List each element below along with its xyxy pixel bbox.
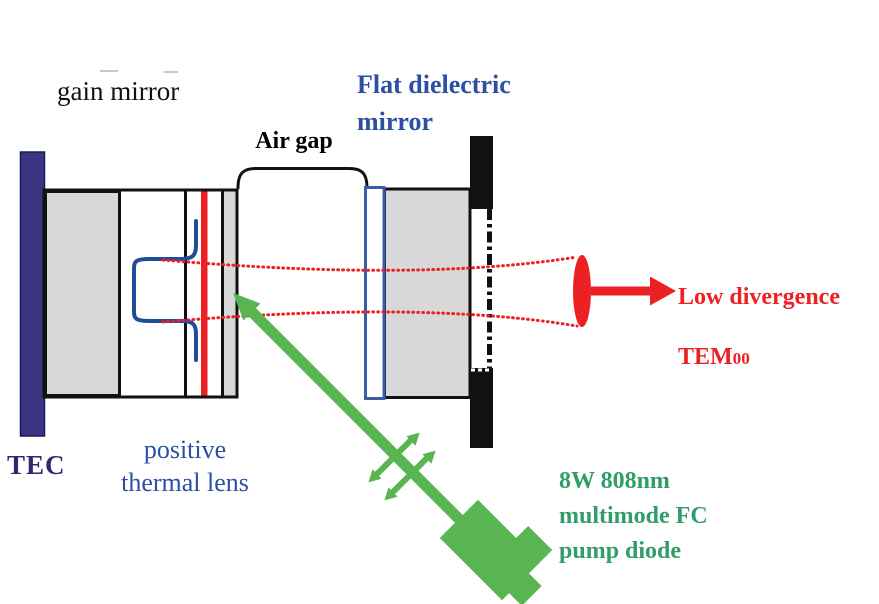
flat-dielectric-mirror-label: Flat dielectric mirror <box>357 70 511 136</box>
pump-beam-arrowhead <box>233 293 261 321</box>
pump-beam-line <box>245 305 485 545</box>
tec-label: TEC <box>7 450 66 480</box>
low-divergence-tem00-label: Low divergence TEM00 <box>678 252 840 404</box>
output-beam-waist-ellipse <box>573 255 591 327</box>
gain-mirror-assembly <box>42 188 239 399</box>
heat-spreader-block <box>44 190 121 397</box>
tem00-text: TEM00 <box>678 342 840 374</box>
tem-subscript: 00 <box>732 349 750 368</box>
pump-adjust-arrow <box>368 432 420 483</box>
pump-adjust-arrow <box>384 450 436 501</box>
mount-bottom-block <box>470 368 493 448</box>
mount-top-block <box>470 136 493 209</box>
air-gap-bracket <box>236 167 369 190</box>
cap-layer-block <box>224 191 236 396</box>
faint-artifact-dashes <box>100 70 178 73</box>
low-divergence-text: Low divergence <box>678 284 840 310</box>
mirror-substrate-block <box>383 187 472 399</box>
output-beam-arrow <box>591 276 676 306</box>
air-gap-label: Air gap <box>255 128 333 154</box>
dielectric-mirror-plate <box>364 186 386 400</box>
pump-diode-label: 8W 808nm multimode FC pump diode <box>559 468 708 564</box>
active-region-red-line <box>201 190 208 397</box>
tem-prefix: TEM <box>678 344 733 370</box>
positive-thermal-lens-label: positive thermal lens <box>121 435 249 497</box>
thermal-lens-curve <box>132 219 198 362</box>
cavity-beam-lower-dotted <box>161 310 579 328</box>
pump-diode-body <box>439 499 553 604</box>
tec-block <box>19 151 46 437</box>
assembly-outline-overlay <box>42 188 239 399</box>
gain-mirror-label: gain mirror <box>57 76 180 106</box>
cavity-beam-upper-dotted <box>161 255 579 272</box>
